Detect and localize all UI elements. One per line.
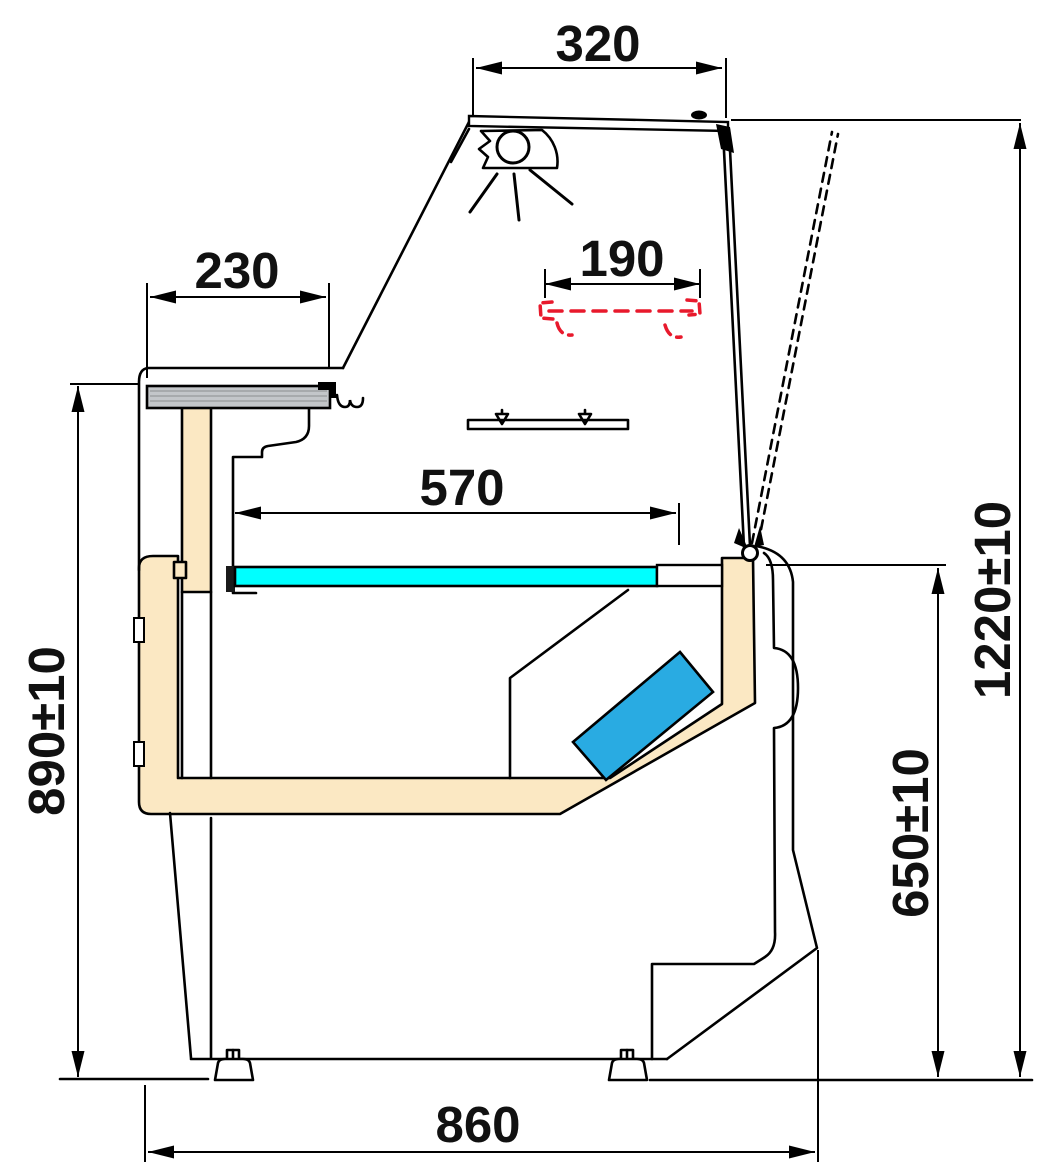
canopy-inner-slope bbox=[449, 127, 471, 164]
arrowhead bbox=[148, 1145, 174, 1159]
arrowhead bbox=[150, 290, 176, 304]
arrowhead bbox=[545, 277, 571, 291]
arrowhead bbox=[71, 386, 85, 412]
rear-duct-walls bbox=[180, 590, 213, 780]
dimension-650: 650±10 bbox=[766, 564, 946, 1077]
rear-lower-panel bbox=[168, 811, 213, 1060]
worktop-shelf bbox=[145, 382, 365, 410]
phantom-shelf-end bbox=[685, 298, 702, 317]
foot-right bbox=[607, 1057, 649, 1082]
dimension-890: 890±10 bbox=[18, 383, 139, 1077]
phantom-shelf-hook bbox=[555, 321, 574, 337]
arrowhead bbox=[1013, 123, 1027, 149]
lamp-rays bbox=[468, 168, 574, 222]
counter-body-outline bbox=[137, 118, 819, 1061]
glass-pane-open bbox=[750, 130, 840, 547]
extension-line bbox=[146, 283, 330, 378]
dimension-1220: 1220±10 bbox=[731, 119, 1027, 1077]
price-rail-clip bbox=[494, 408, 510, 426]
dimension-230: 230 bbox=[146, 242, 330, 378]
optional-shelf-phantom-red bbox=[538, 298, 702, 339]
canopy-top-bar bbox=[467, 114, 730, 133]
dim-label-190: 190 bbox=[579, 230, 664, 287]
interior-duct-line bbox=[508, 588, 630, 780]
dim-label-320: 320 bbox=[555, 15, 640, 72]
glass-stop bbox=[754, 526, 764, 547]
glass-stop bbox=[734, 528, 748, 549]
arrowhead bbox=[674, 277, 700, 291]
phantom-shelf-hook bbox=[663, 323, 683, 339]
front-glass-closed bbox=[721, 128, 752, 549]
arrowhead bbox=[476, 61, 502, 75]
dimension-190: 190 bbox=[544, 230, 701, 298]
arrowhead bbox=[235, 506, 261, 520]
canopy-knob bbox=[691, 110, 707, 120]
dimension-570: 570 bbox=[235, 459, 680, 545]
deck-surface bbox=[233, 565, 659, 588]
arrowhead bbox=[71, 1051, 85, 1077]
dim-label-650: 650±10 bbox=[882, 748, 939, 918]
slab-groove bbox=[133, 741, 145, 767]
dim-label-890: 890±10 bbox=[18, 646, 75, 816]
extension-line bbox=[472, 58, 727, 118]
deck-left-cap bbox=[226, 566, 235, 592]
price-rail bbox=[466, 408, 630, 431]
arrowhead bbox=[696, 61, 722, 75]
evaporator-block bbox=[571, 650, 715, 782]
dimension-320: 320 bbox=[472, 15, 727, 118]
glass-pane-closed bbox=[721, 128, 752, 549]
ground-line bbox=[58, 1077, 1034, 1082]
front-glass-open-dashed bbox=[750, 130, 840, 547]
dimension-860: 860 bbox=[144, 950, 819, 1162]
insulation-tab bbox=[172, 560, 188, 580]
extension-line bbox=[144, 950, 819, 1162]
front-panel-inner bbox=[650, 551, 800, 1061]
arrowhead bbox=[931, 568, 945, 594]
dim-label-860: 860 bbox=[435, 1096, 520, 1153]
lamp-bulb bbox=[495, 129, 531, 165]
base-feet bbox=[213, 1048, 649, 1082]
arrowhead bbox=[1013, 1051, 1027, 1077]
dim-label-570: 570 bbox=[419, 459, 504, 516]
canopy-back-slope bbox=[341, 118, 472, 370]
arrowhead bbox=[650, 506, 676, 520]
worktop-edge-trim bbox=[329, 382, 336, 398]
interior-step-wall bbox=[231, 406, 311, 568]
worktop-edge-trim bbox=[318, 382, 336, 390]
worktop-clip bbox=[335, 393, 365, 409]
display-deck bbox=[226, 563, 724, 592]
arrowhead bbox=[931, 1051, 945, 1077]
worktop-surface bbox=[145, 384, 332, 410]
glass-hinge bbox=[741, 544, 759, 562]
dim-label-230: 230 bbox=[194, 242, 279, 299]
light-fixture-icon bbox=[468, 128, 574, 222]
worktop-hatch bbox=[150, 390, 327, 402]
slab-groove bbox=[133, 617, 145, 643]
price-rail-clip bbox=[577, 408, 593, 426]
insulation-main-profile bbox=[137, 554, 757, 816]
deck-front-grille bbox=[655, 563, 724, 588]
price-rail-bar bbox=[466, 418, 630, 431]
arrowhead bbox=[789, 1145, 815, 1159]
arrowhead bbox=[300, 290, 326, 304]
dim-label-1220: 1220±10 bbox=[964, 501, 1021, 699]
foot-left bbox=[213, 1057, 255, 1082]
lamp-housing bbox=[477, 128, 559, 170]
canopy bbox=[467, 110, 734, 222]
phantom-shelf-end bbox=[538, 300, 555, 321]
